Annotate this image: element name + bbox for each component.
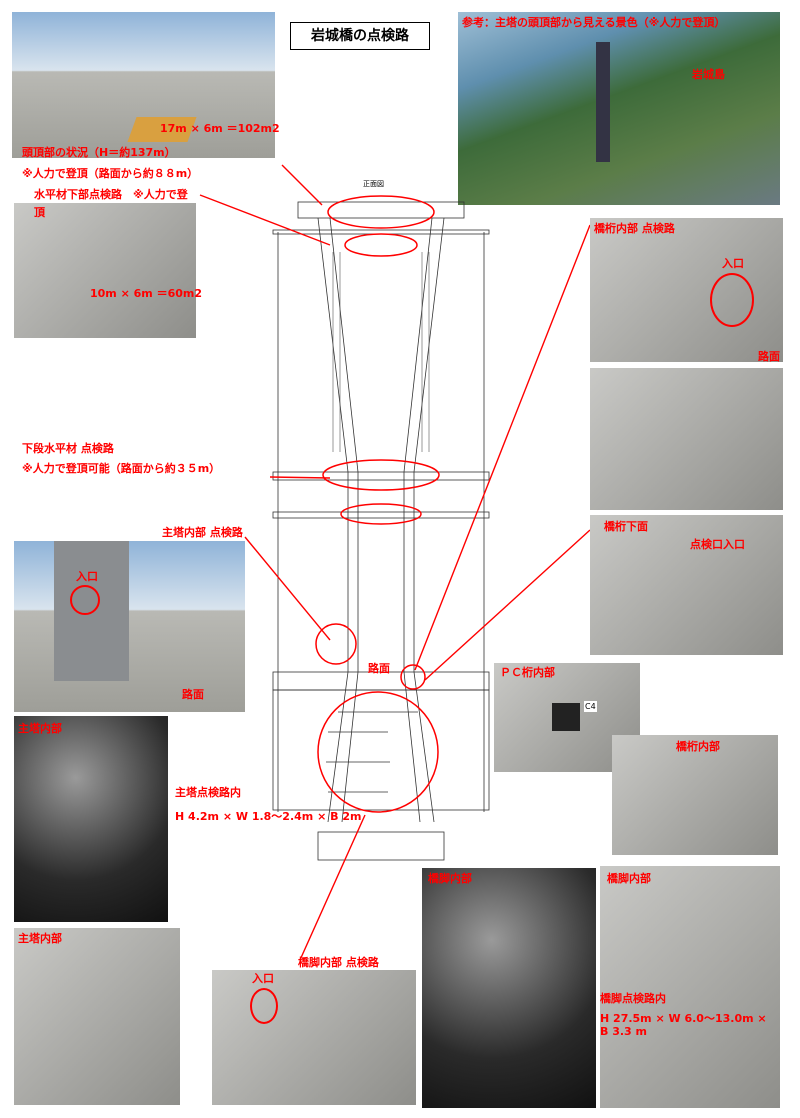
girder-inner-label: 橋桁内部 (676, 740, 720, 753)
pier-inner-label-2: 橋脚内部 (607, 872, 651, 885)
tower-path-dims: H 4.2m × W 1.8～2.4m × B 2m (175, 810, 362, 823)
tower-shape (596, 42, 610, 162)
pier-inner-label-1: 橋脚内部 (428, 872, 472, 885)
pc-girder-label: ＰＣ桁内部 (500, 666, 555, 679)
pier-path-label: 橋脚内部 点検路 (298, 956, 379, 969)
pier-path-inner-label: 橋脚点検路内 (600, 992, 666, 1005)
tower-path-label: 主塔点検路内 (175, 786, 241, 799)
girder-inner-path-label: 橋桁内部 点検路 (594, 222, 675, 235)
upper-horizontal-photo (14, 203, 196, 338)
entrance-circle (70, 585, 100, 615)
tower-inner-photo-2 (14, 928, 180, 1105)
girder-inner-path-photo (590, 218, 783, 362)
upper-horizontal-label-cont: 頂 (34, 206, 45, 219)
girder-inner-photo (612, 735, 778, 855)
pier-entrance-photo (212, 970, 416, 1105)
girder-road-label: 路面 (758, 350, 780, 363)
tower-inner-photo-1 (14, 716, 168, 922)
hatch-entrance-label: 点検口入口 (690, 538, 745, 551)
girder-underside-photo (590, 515, 783, 655)
tower-entrance-photo (14, 541, 245, 712)
girder-entrance-label: 入口 (722, 257, 744, 270)
front-elevation-drawing: 正面図 (272, 180, 490, 861)
entrance-circle (250, 988, 278, 1024)
girder-tag: C4 (584, 701, 597, 712)
tower-inner-label-1: 主塔内部 (18, 722, 62, 735)
girder-ladder-photo (590, 368, 783, 510)
tower-road-label: 路面 (182, 688, 204, 701)
upper-horizontal-label: 水平材下部点検路 ※人力で登 (34, 188, 188, 201)
pier-path-dims: H 27.5m × W 6.0～13.0m × B 3.3 m (600, 1012, 767, 1039)
page-title: 岩城橋の点検路 (290, 22, 430, 50)
tower-entrance-label: 入口 (76, 570, 98, 583)
pier-inner-photo-2 (600, 866, 780, 1108)
top-caption: 頭頂部の状況（H＝約137m） (22, 146, 176, 159)
pier-entrance-label: 入口 (252, 972, 274, 985)
climb-note: ※人力で登頂（路面から約８８m） (22, 167, 199, 180)
lower-horizontal-label: 下段水平材 点検路 (22, 442, 114, 455)
opening-shape (552, 703, 580, 731)
reference-aerial-photo (458, 12, 780, 205)
top-area-label: 17m × 6m ＝102m2 (160, 122, 280, 135)
lower-horizontal-note: ※人力で登頂可能（路面から約３５m） (22, 462, 221, 475)
entrance-circle (710, 273, 754, 327)
girder-underside-label: 橋桁下面 (604, 520, 648, 533)
island-label: 岩城島 (692, 68, 725, 81)
drawing-road-label: 路面 (368, 662, 390, 675)
drawing-title: 正面図 (363, 180, 384, 188)
tower-inner-label-2: 主塔内部 (18, 932, 62, 945)
pier-inner-photo-1 (422, 868, 596, 1108)
tower-inner-path-label: 主塔内部 点検路 (162, 526, 243, 539)
upper-area-label: 10m × 6m ＝60m2 (90, 287, 203, 300)
tower-top-photo (12, 12, 275, 158)
reference-caption: 参考：主塔の頭頂部から見える景色（※人力で登頂） (462, 16, 726, 29)
